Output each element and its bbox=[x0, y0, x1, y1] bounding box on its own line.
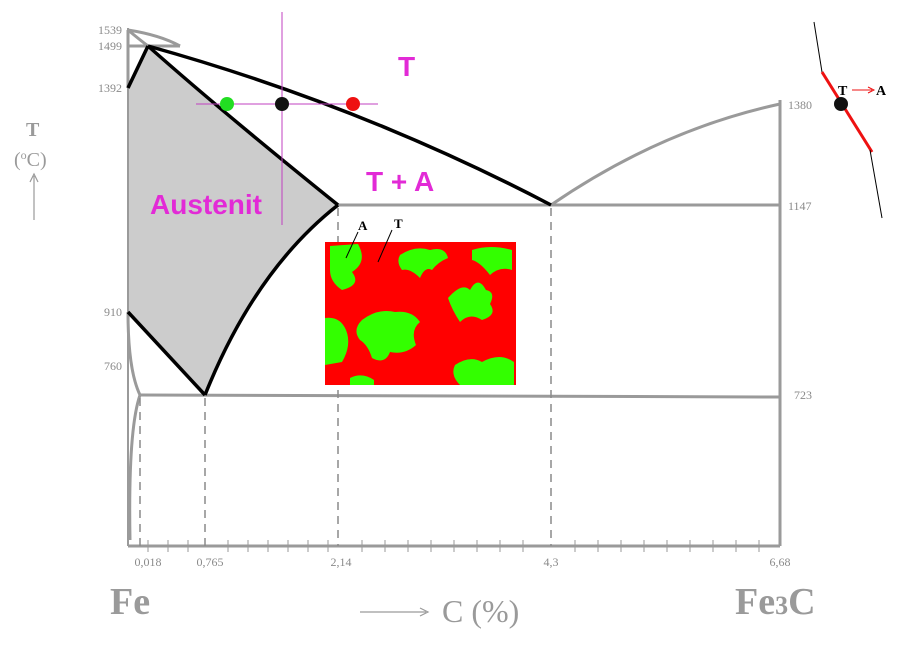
y-tick-760: 760 bbox=[104, 359, 122, 373]
inset-arrowhead-icon bbox=[867, 86, 876, 94]
x-axis-label: C (%) bbox=[442, 593, 519, 629]
phase-label-liquid: T bbox=[398, 51, 415, 82]
x-axis-left-end-label: Fe bbox=[110, 581, 150, 623]
liquid-composition-marker bbox=[346, 97, 360, 111]
x-tick-43: 4,3 bbox=[544, 555, 559, 569]
microstructure-pointer-t bbox=[377, 229, 393, 263]
x-tick-0765: 0,765 bbox=[197, 555, 224, 569]
alloy-composition-marker bbox=[275, 97, 289, 111]
microstructure-label-liquid: T bbox=[394, 216, 403, 231]
ferrite-solvus bbox=[128, 394, 142, 541]
acm-line bbox=[203, 203, 340, 396]
microstructure-pointer-a bbox=[345, 231, 359, 259]
y-tick-723: 723 bbox=[794, 388, 812, 402]
austenite-composition-marker bbox=[220, 97, 234, 111]
y-tick-1392: 1392 bbox=[98, 81, 122, 95]
x-tick-668: 6,68 bbox=[770, 555, 791, 569]
black-phase-boundaries bbox=[126, 44, 552, 397]
inset-marker bbox=[834, 97, 848, 111]
y-axis-symbol: T bbox=[26, 119, 40, 141]
x-axis-right-end-label: Fe3C bbox=[735, 581, 816, 623]
y-axis-unit: (oC) bbox=[14, 148, 47, 171]
y-tick-1499: 1499 bbox=[98, 39, 122, 53]
inset-label-from: T bbox=[838, 84, 848, 99]
x-axis-arrowhead-icon bbox=[419, 607, 430, 617]
x-axis-minor-ticks bbox=[147, 540, 760, 552]
inset-label-to: A bbox=[876, 84, 887, 99]
solidus-upper-left bbox=[126, 45, 150, 89]
x-tick-214: 2,14 bbox=[331, 555, 352, 569]
y-tick-1380: 1380 bbox=[788, 98, 812, 112]
liquidus-line bbox=[147, 44, 552, 207]
a3-line bbox=[126, 310, 207, 397]
solidus-line bbox=[146, 44, 340, 207]
microstructure-inset bbox=[325, 242, 516, 385]
y-axis-arrowhead-icon bbox=[29, 172, 39, 183]
eutectoid-line bbox=[139, 393, 781, 399]
austenite-region bbox=[128, 46, 338, 395]
liquidus-inset bbox=[813, 21, 883, 219]
y-tick-1147: 1147 bbox=[788, 199, 812, 213]
austenite-grains bbox=[325, 244, 514, 385]
y-tick-910: 910 bbox=[104, 305, 122, 319]
left-upper-boundary-curve bbox=[127, 28, 149, 48]
y-tick-1539: 1539 bbox=[98, 23, 122, 37]
left-top-liquidus-stub bbox=[127, 28, 181, 48]
phase-label-liquid-austenite: T + A bbox=[366, 166, 434, 197]
x-tick-0018: 0,018 bbox=[135, 555, 162, 569]
hypereutectic-liquidus bbox=[550, 102, 781, 207]
microstructure-label-austenite: A bbox=[358, 218, 368, 233]
phase-label-austenite: Austenit bbox=[150, 189, 262, 220]
